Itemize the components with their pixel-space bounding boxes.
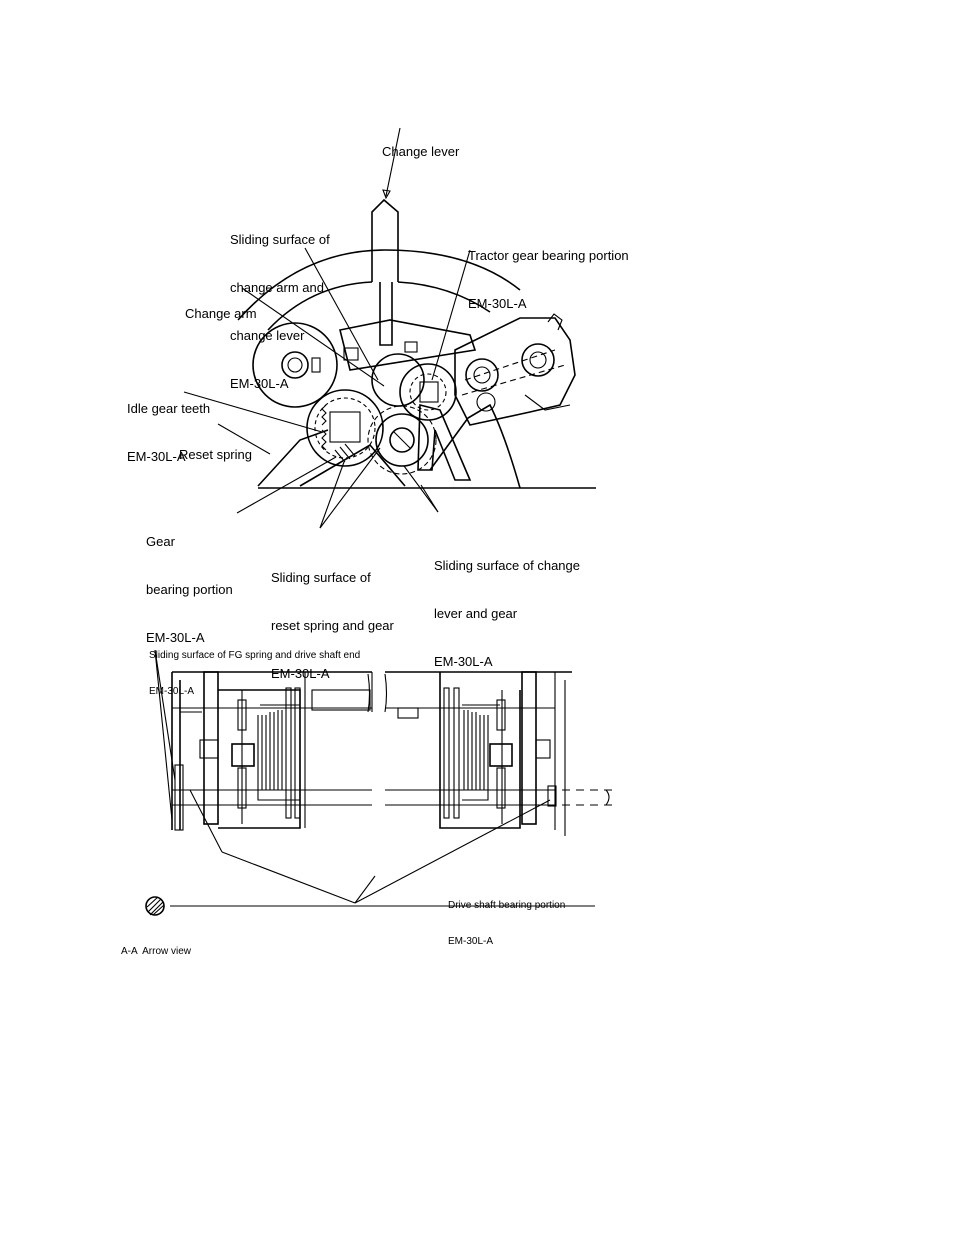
label-line: lever and gear xyxy=(434,606,518,621)
label-gear-bearing: Gear bearing portion EM-30L-A xyxy=(146,502,233,662)
hatched-circle-symbol xyxy=(145,896,165,916)
label-line: Sliding surface of xyxy=(271,570,371,585)
label-sliding-reset-gear: Sliding surface of reset spring and gear… xyxy=(271,538,394,698)
label-line: Drive shaft bearing portion xyxy=(448,900,566,911)
label-line: Tractor gear bearing portion xyxy=(468,248,629,263)
label-line: Change lever xyxy=(382,144,460,159)
label-drive-shaft: Drive shaft bearing portion EM-30L-A xyxy=(448,876,565,960)
label-tractor-gear: Tractor gear bearing portion EM-30L-A xyxy=(468,216,629,328)
label-line: A-A Arrow view xyxy=(121,946,192,957)
label-line: Sliding surface of FG spring and drive s… xyxy=(149,650,361,661)
label-line: EM-30L-A xyxy=(448,936,494,947)
label-line: bearing portion xyxy=(146,582,233,597)
change-mechanism-drawing xyxy=(183,127,596,529)
label-reset-spring: Reset spring xyxy=(179,415,252,479)
left-belt-hatch xyxy=(261,710,283,790)
label-idle-gear: Idle gear teeth EM-30L-A xyxy=(127,369,210,481)
label-line: EM-30L-A xyxy=(468,296,527,311)
label-sliding-arm-lever: Sliding surface of change arm and change… xyxy=(230,200,330,408)
label-line: EM-30L-A xyxy=(149,686,195,697)
arrow-view-drawing xyxy=(145,649,612,916)
label-line: Idle gear teeth xyxy=(127,401,211,416)
label-line: Change arm xyxy=(185,306,257,321)
label-change-arm: Change arm xyxy=(185,274,257,338)
label-line: EM-30L-A xyxy=(271,666,330,681)
label-line: Sliding surface of xyxy=(230,232,330,247)
label-arrow-view: A-A Arrow view xyxy=(121,922,191,970)
label-line: EM-30L-A xyxy=(434,654,493,669)
label-line: EM-30L-A xyxy=(230,376,289,391)
label-fg-spring: Sliding surface of FG spring and drive s… xyxy=(149,626,360,710)
label-line: reset spring and gear xyxy=(271,618,394,633)
label-change-lever: Change lever xyxy=(382,112,459,176)
label-line: change lever xyxy=(230,328,305,343)
label-line: change arm and xyxy=(230,280,324,295)
label-sliding-lever-gear: Sliding surface of change lever and gear… xyxy=(434,526,580,686)
label-line: EM-30L-A xyxy=(127,449,186,464)
label-line: EM-30L-A xyxy=(146,630,205,645)
right-belt-hatch xyxy=(463,710,485,790)
label-line: Reset spring xyxy=(179,447,252,462)
label-line: Sliding surface of change xyxy=(434,558,580,573)
label-line: Gear xyxy=(146,534,175,549)
